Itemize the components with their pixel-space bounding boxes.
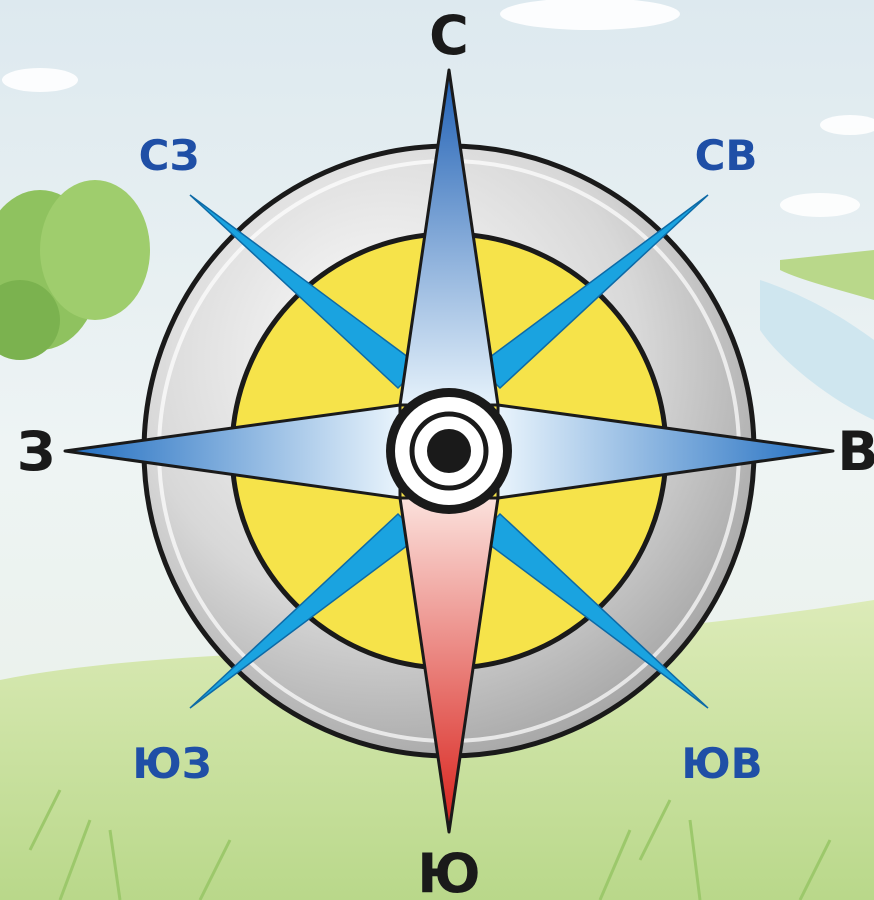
label-north: С (429, 4, 469, 67)
label-south: Ю (417, 842, 480, 900)
label-northwest: СЗ (139, 131, 200, 180)
hub-pin (427, 429, 471, 473)
label-southeast: ЮВ (681, 739, 762, 788)
label-northeast: СВ (695, 131, 758, 180)
label-east: В (837, 420, 874, 483)
label-west: З (17, 420, 55, 483)
label-southwest: ЮЗ (132, 739, 211, 788)
